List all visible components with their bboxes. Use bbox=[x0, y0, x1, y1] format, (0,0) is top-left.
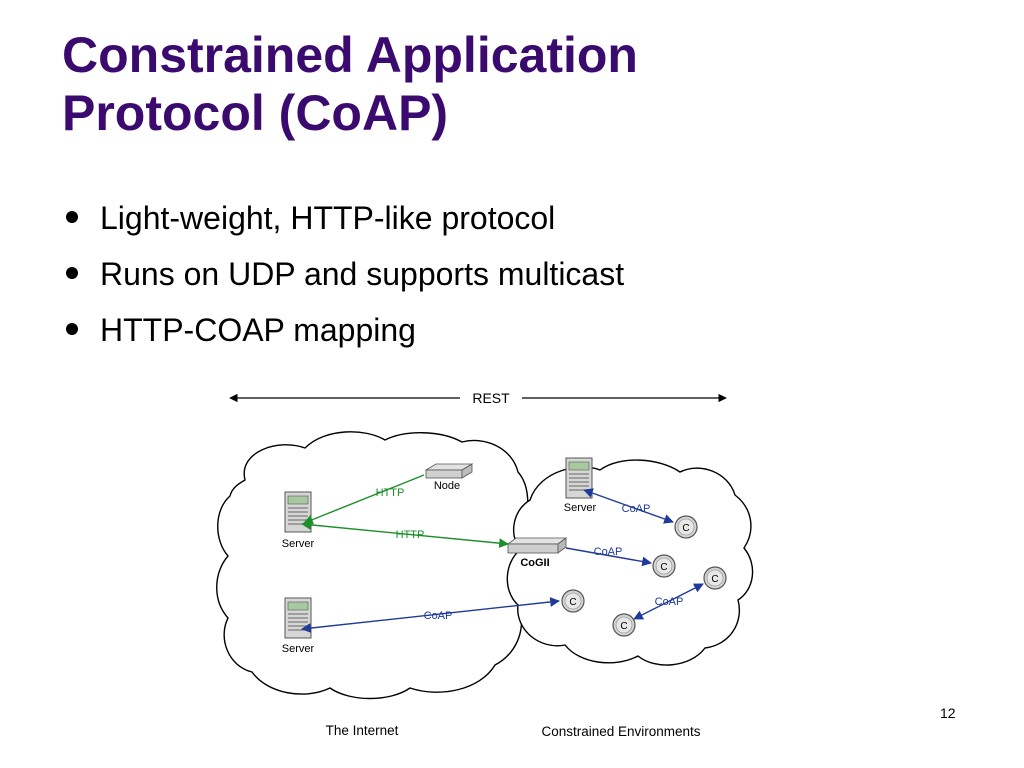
coap-edge: CoAP bbox=[583, 488, 674, 524]
slide-title-line-2: Protocol (CoAP) bbox=[62, 85, 449, 141]
bullet-dot-icon bbox=[66, 267, 78, 279]
coap-label: CoAP bbox=[622, 503, 651, 515]
coap-label: CoAP bbox=[424, 610, 453, 622]
node-label: Node bbox=[434, 480, 460, 492]
cogii-label: CoGII bbox=[520, 557, 549, 569]
http-edge: HTTP bbox=[303, 474, 425, 525]
client-label: C bbox=[682, 523, 689, 534]
coap-edge: CoAP bbox=[633, 583, 704, 620]
http-edge: HTTP bbox=[301, 519, 509, 549]
internet-label: The Internet bbox=[326, 723, 399, 738]
http-label: HTTP bbox=[376, 487, 405, 499]
node-device-icon bbox=[424, 463, 474, 479]
rest-label: REST bbox=[472, 390, 510, 406]
server-icon bbox=[284, 597, 312, 639]
coap-label: CoAP bbox=[594, 546, 623, 558]
bullet-item: Light-weight, HTTP-like protocol bbox=[62, 190, 624, 246]
bullet-item: Runs on UDP and supports multicast bbox=[62, 246, 624, 302]
slide-title: Constrained Application Protocol (CoAP) bbox=[62, 26, 962, 142]
client-label: C bbox=[569, 597, 576, 608]
server-icon bbox=[284, 491, 312, 533]
client-label: C bbox=[660, 562, 667, 573]
bullet-text: HTTP-COAP mapping bbox=[100, 312, 416, 348]
bullet-text: Runs on UDP and supports multicast bbox=[100, 256, 625, 292]
internet-cloud bbox=[216, 431, 529, 700]
server-label: Server bbox=[282, 643, 315, 655]
bullet-dot-icon bbox=[66, 211, 78, 223]
coap-edge: CoAP bbox=[301, 597, 560, 633]
coap-edge: CoAP bbox=[565, 546, 652, 567]
server-label: Server bbox=[282, 538, 315, 550]
slide-title-line-1: Constrained Application bbox=[62, 27, 638, 83]
rest-arrow: REST bbox=[229, 390, 727, 406]
coap-label: CoAP bbox=[655, 596, 684, 608]
page-number: 12 bbox=[940, 705, 956, 721]
client-label: C bbox=[620, 621, 627, 632]
bullet-text: Light-weight, HTTP-like protocol bbox=[100, 200, 556, 236]
bullet-dot-icon bbox=[66, 323, 78, 335]
http-label: HTTP bbox=[396, 529, 425, 541]
constrained-label: Constrained Environments bbox=[541, 724, 700, 739]
cogii-gateway-icon bbox=[506, 537, 568, 554]
bullet-item: HTTP-COAP mapping bbox=[62, 302, 624, 358]
client-label: C bbox=[711, 574, 718, 585]
bullet-list: Light-weight, HTTP-like protocol Runs on… bbox=[62, 190, 624, 358]
server-label: Server bbox=[564, 502, 597, 514]
